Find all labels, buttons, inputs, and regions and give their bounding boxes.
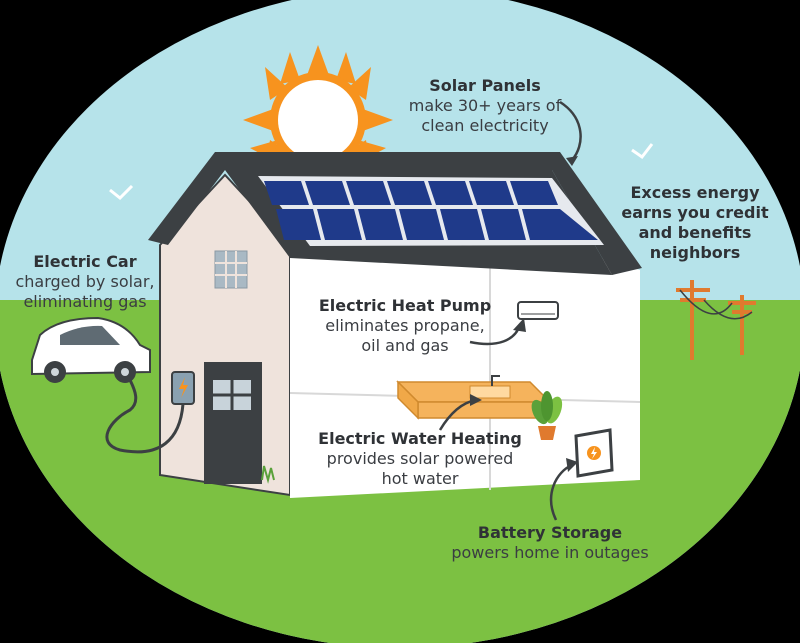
electric-car-desc-1: charged by solar, — [15, 272, 155, 291]
solar-panels-desc-1: make 30+ years of — [408, 96, 562, 115]
water-heating-title: Electric Water Heating — [318, 429, 522, 448]
label-solar-panels: Solar Panels make 30+ years of clean ele… — [380, 76, 590, 136]
arrow-solar — [559, 100, 582, 161]
label-electric-car: Electric Car charged by solar, eliminati… — [0, 252, 170, 312]
grass-tuft-icon — [261, 465, 275, 484]
bird-icon — [631, 143, 654, 160]
solar-panels — [258, 176, 604, 246]
potted-plant-icon — [531, 391, 563, 440]
label-battery-storage: Battery Storage powers home in outages — [435, 523, 665, 563]
electric-car-desc-2: eliminating gas — [23, 292, 147, 311]
excess-energy-line-2: earns you credit — [621, 203, 769, 222]
battery-title: Battery Storage — [477, 523, 623, 542]
label-heat-pump: Electric Heat Pump eliminates propane, o… — [310, 296, 500, 356]
bird-icon — [109, 184, 134, 201]
garage-door — [204, 362, 262, 484]
attic-window — [214, 250, 248, 289]
battery-storage-icon — [574, 428, 614, 478]
excess-energy-line-4: neighbors — [649, 243, 741, 262]
heat-pump-desc-2: oil and gas — [361, 336, 449, 355]
excess-energy-line-1: Excess energy — [630, 183, 760, 202]
electric-car-title: Electric Car — [33, 252, 137, 271]
heat-pump-unit-icon — [517, 301, 559, 320]
heat-pump-desc-1: eliminates propane, — [325, 316, 485, 335]
excess-energy-line-3: and benefits — [638, 223, 752, 242]
charging-cable — [105, 379, 185, 454]
utility-poles — [676, 280, 756, 360]
water-heating-desc-2: hot water — [381, 469, 459, 488]
ev-charger-icon — [171, 371, 195, 405]
solar-panels-title: Solar Panels — [429, 76, 541, 95]
heat-pump-title: Electric Heat Pump — [318, 296, 492, 315]
battery-desc-1: powers home in outages — [451, 543, 649, 562]
water-heating-desc-1: provides solar powered — [326, 449, 514, 468]
label-water-heating: Electric Water Heating provides solar po… — [310, 429, 530, 489]
electric-car-icon — [31, 316, 151, 383]
label-excess-energy: Excess energy earns you credit and benef… — [615, 183, 775, 263]
solar-panels-desc-2: clean electricity — [421, 116, 549, 135]
